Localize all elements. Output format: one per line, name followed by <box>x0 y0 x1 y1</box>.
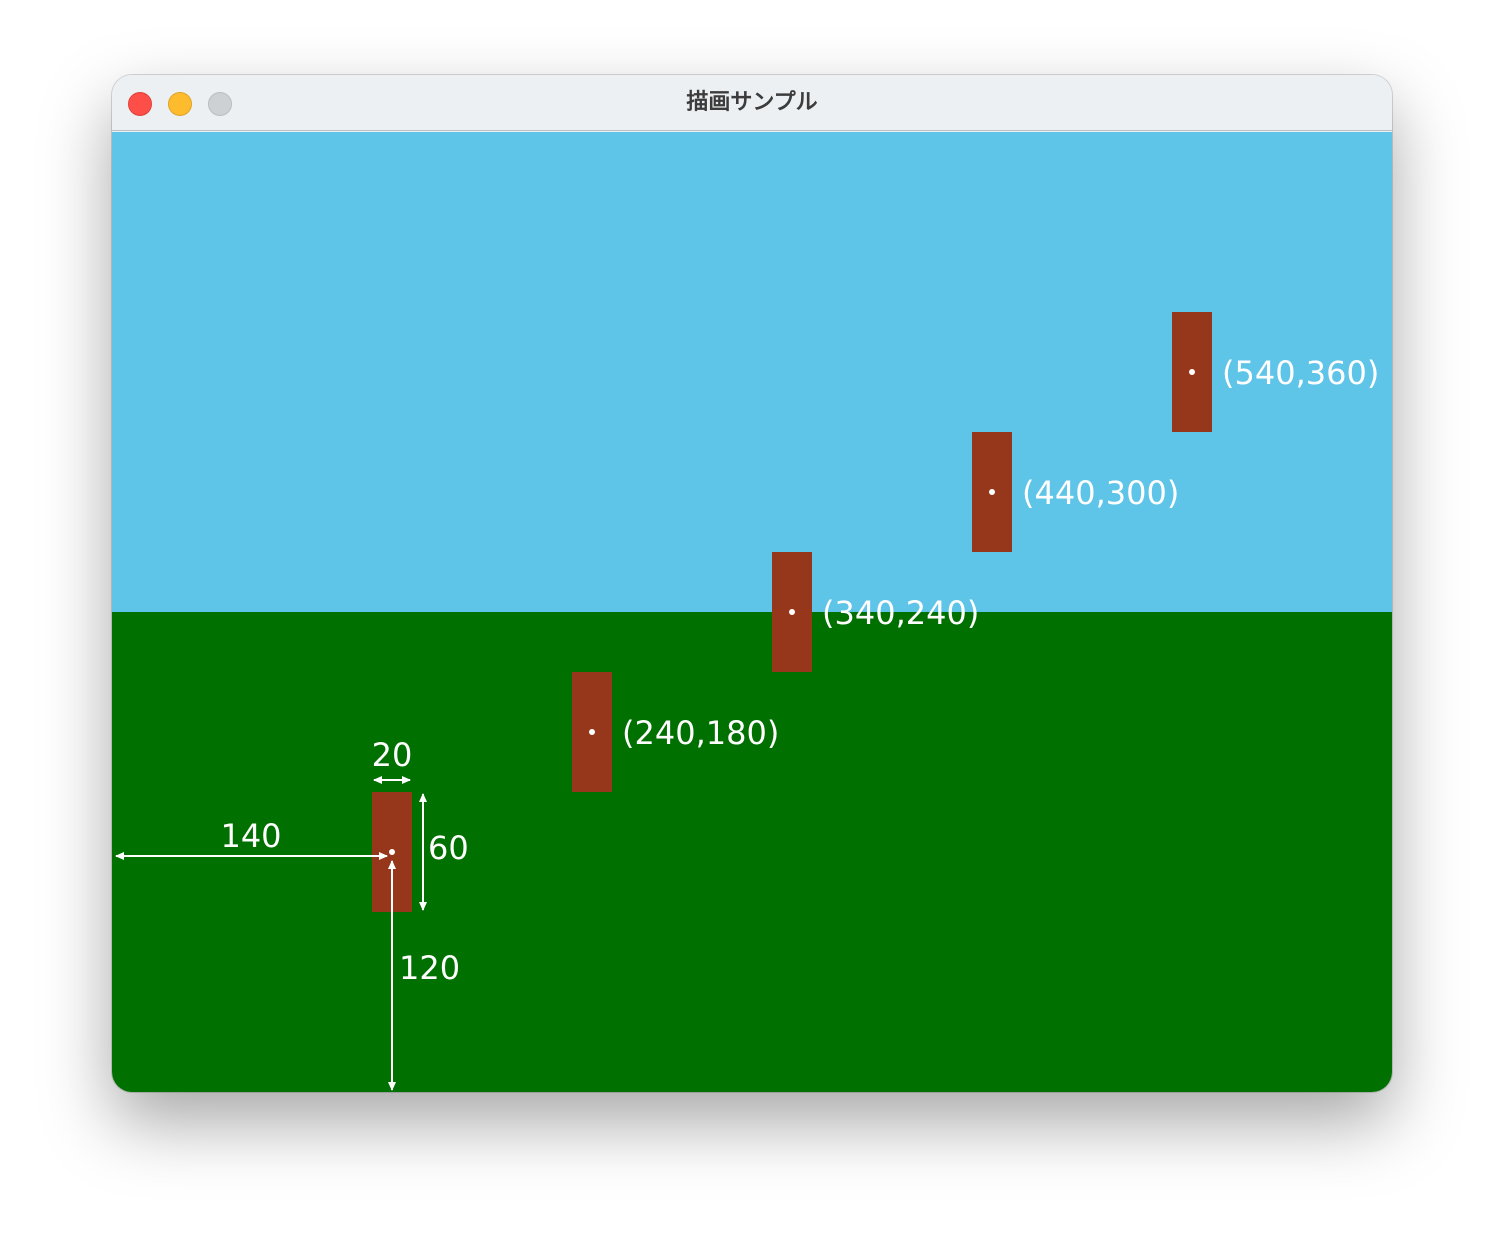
window-title: 描画サンプル <box>686 90 818 115</box>
block-3: (340,240) <box>772 552 979 672</box>
coordinate-label: (440,300) <box>1022 474 1179 512</box>
width-label: 20 <box>372 736 413 774</box>
dimension-annotations: 20 60 140 120 <box>115 736 469 1091</box>
minimize-button[interactable] <box>168 92 192 116</box>
zoom-button[interactable] <box>208 92 232 116</box>
drawing-canvas: (240,180) (340,240) (440,300) (540,360) 20 … <box>112 132 1392 1092</box>
bottom-offset-label: 120 <box>399 949 460 987</box>
left-offset-label: 140 <box>220 817 281 855</box>
center-point-marker <box>1189 369 1195 375</box>
close-button[interactable] <box>128 92 152 116</box>
block-5: (540,360) <box>1172 312 1379 432</box>
center-point-marker <box>589 729 595 735</box>
coordinate-label: (240,180) <box>622 714 779 752</box>
block-2: (240,180) <box>572 672 779 792</box>
coordinate-label: (540,360) <box>1222 354 1379 392</box>
app-window: 描画サンプル (240,180) (340,240) (440,300) (540,3… <box>112 75 1392 1092</box>
title-bar[interactable]: 描画サンプル <box>112 75 1392 131</box>
block-4: (440,300) <box>972 432 1179 552</box>
blocks-layer: (240,180) (340,240) (440,300) (540,360) <box>372 312 1379 912</box>
coordinate-label: (340,240) <box>822 594 979 632</box>
height-label: 60 <box>428 829 469 867</box>
center-point-marker <box>989 489 995 495</box>
scene-svg: (240,180) (340,240) (440,300) (540,360) 20 … <box>112 132 1392 1092</box>
center-point-marker <box>789 609 795 615</box>
center-point-marker <box>389 849 395 855</box>
ground <box>112 612 1392 1092</box>
